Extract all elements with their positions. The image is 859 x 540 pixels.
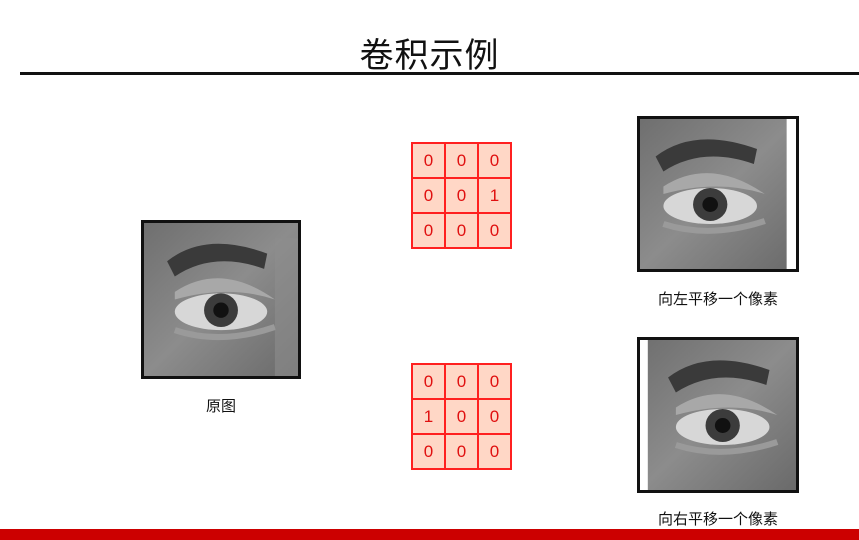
eye-image-graphic: [640, 340, 796, 490]
kernel-row: 0 0 0: [411, 212, 512, 249]
eye-image-graphic: [144, 223, 298, 376]
original-image-caption: 原图: [205, 397, 236, 415]
kernel-cell: 0: [444, 398, 479, 435]
kernel-cell: 0: [411, 363, 446, 400]
kernel-cell: 0: [411, 177, 446, 214]
kernel-row: 0 0 1: [411, 177, 512, 214]
kernel-row: 1 0 0: [411, 398, 512, 435]
kernel-cell: 0: [411, 212, 446, 249]
eye-image-graphic: [640, 119, 796, 269]
kernel-cell: 0: [477, 212, 512, 249]
kernel-cell: 0: [477, 398, 512, 435]
kernel-shift-left: 0 0 0 0 0 1 0 0 0: [411, 142, 512, 249]
title-divider: [20, 72, 859, 75]
kernel-row: 0 0 0: [411, 363, 512, 400]
shifted-right-eye-image: [637, 337, 799, 493]
kernel-cell: 0: [477, 363, 512, 400]
kernel-cell: 0: [477, 142, 512, 179]
slide-title: 卷积示例: [359, 36, 500, 76]
kernel-row: 0 0 0: [411, 433, 512, 470]
original-eye-image: [141, 220, 301, 379]
kernel-cell: 0: [477, 433, 512, 470]
shifted-left-eye-image: [637, 116, 799, 272]
shift-right-caption: 向右平移一个像素: [657, 510, 778, 528]
kernel-cell: 1: [411, 398, 446, 435]
bottom-accent-bar: [0, 529, 859, 540]
kernel-shift-right: 0 0 0 1 0 0 0 0 0: [411, 363, 512, 470]
kernel-cell: 0: [411, 142, 446, 179]
kernel-cell: 0: [444, 363, 479, 400]
kernel-cell: 0: [411, 433, 446, 470]
kernel-cell: 0: [444, 142, 479, 179]
kernel-cell: 1: [477, 177, 512, 214]
kernel-cell: 0: [444, 177, 479, 214]
shift-left-caption: 向左平移一个像素: [657, 290, 778, 308]
kernel-cell: 0: [444, 212, 479, 249]
kernel-cell: 0: [444, 433, 479, 470]
kernel-row: 0 0 0: [411, 142, 512, 179]
